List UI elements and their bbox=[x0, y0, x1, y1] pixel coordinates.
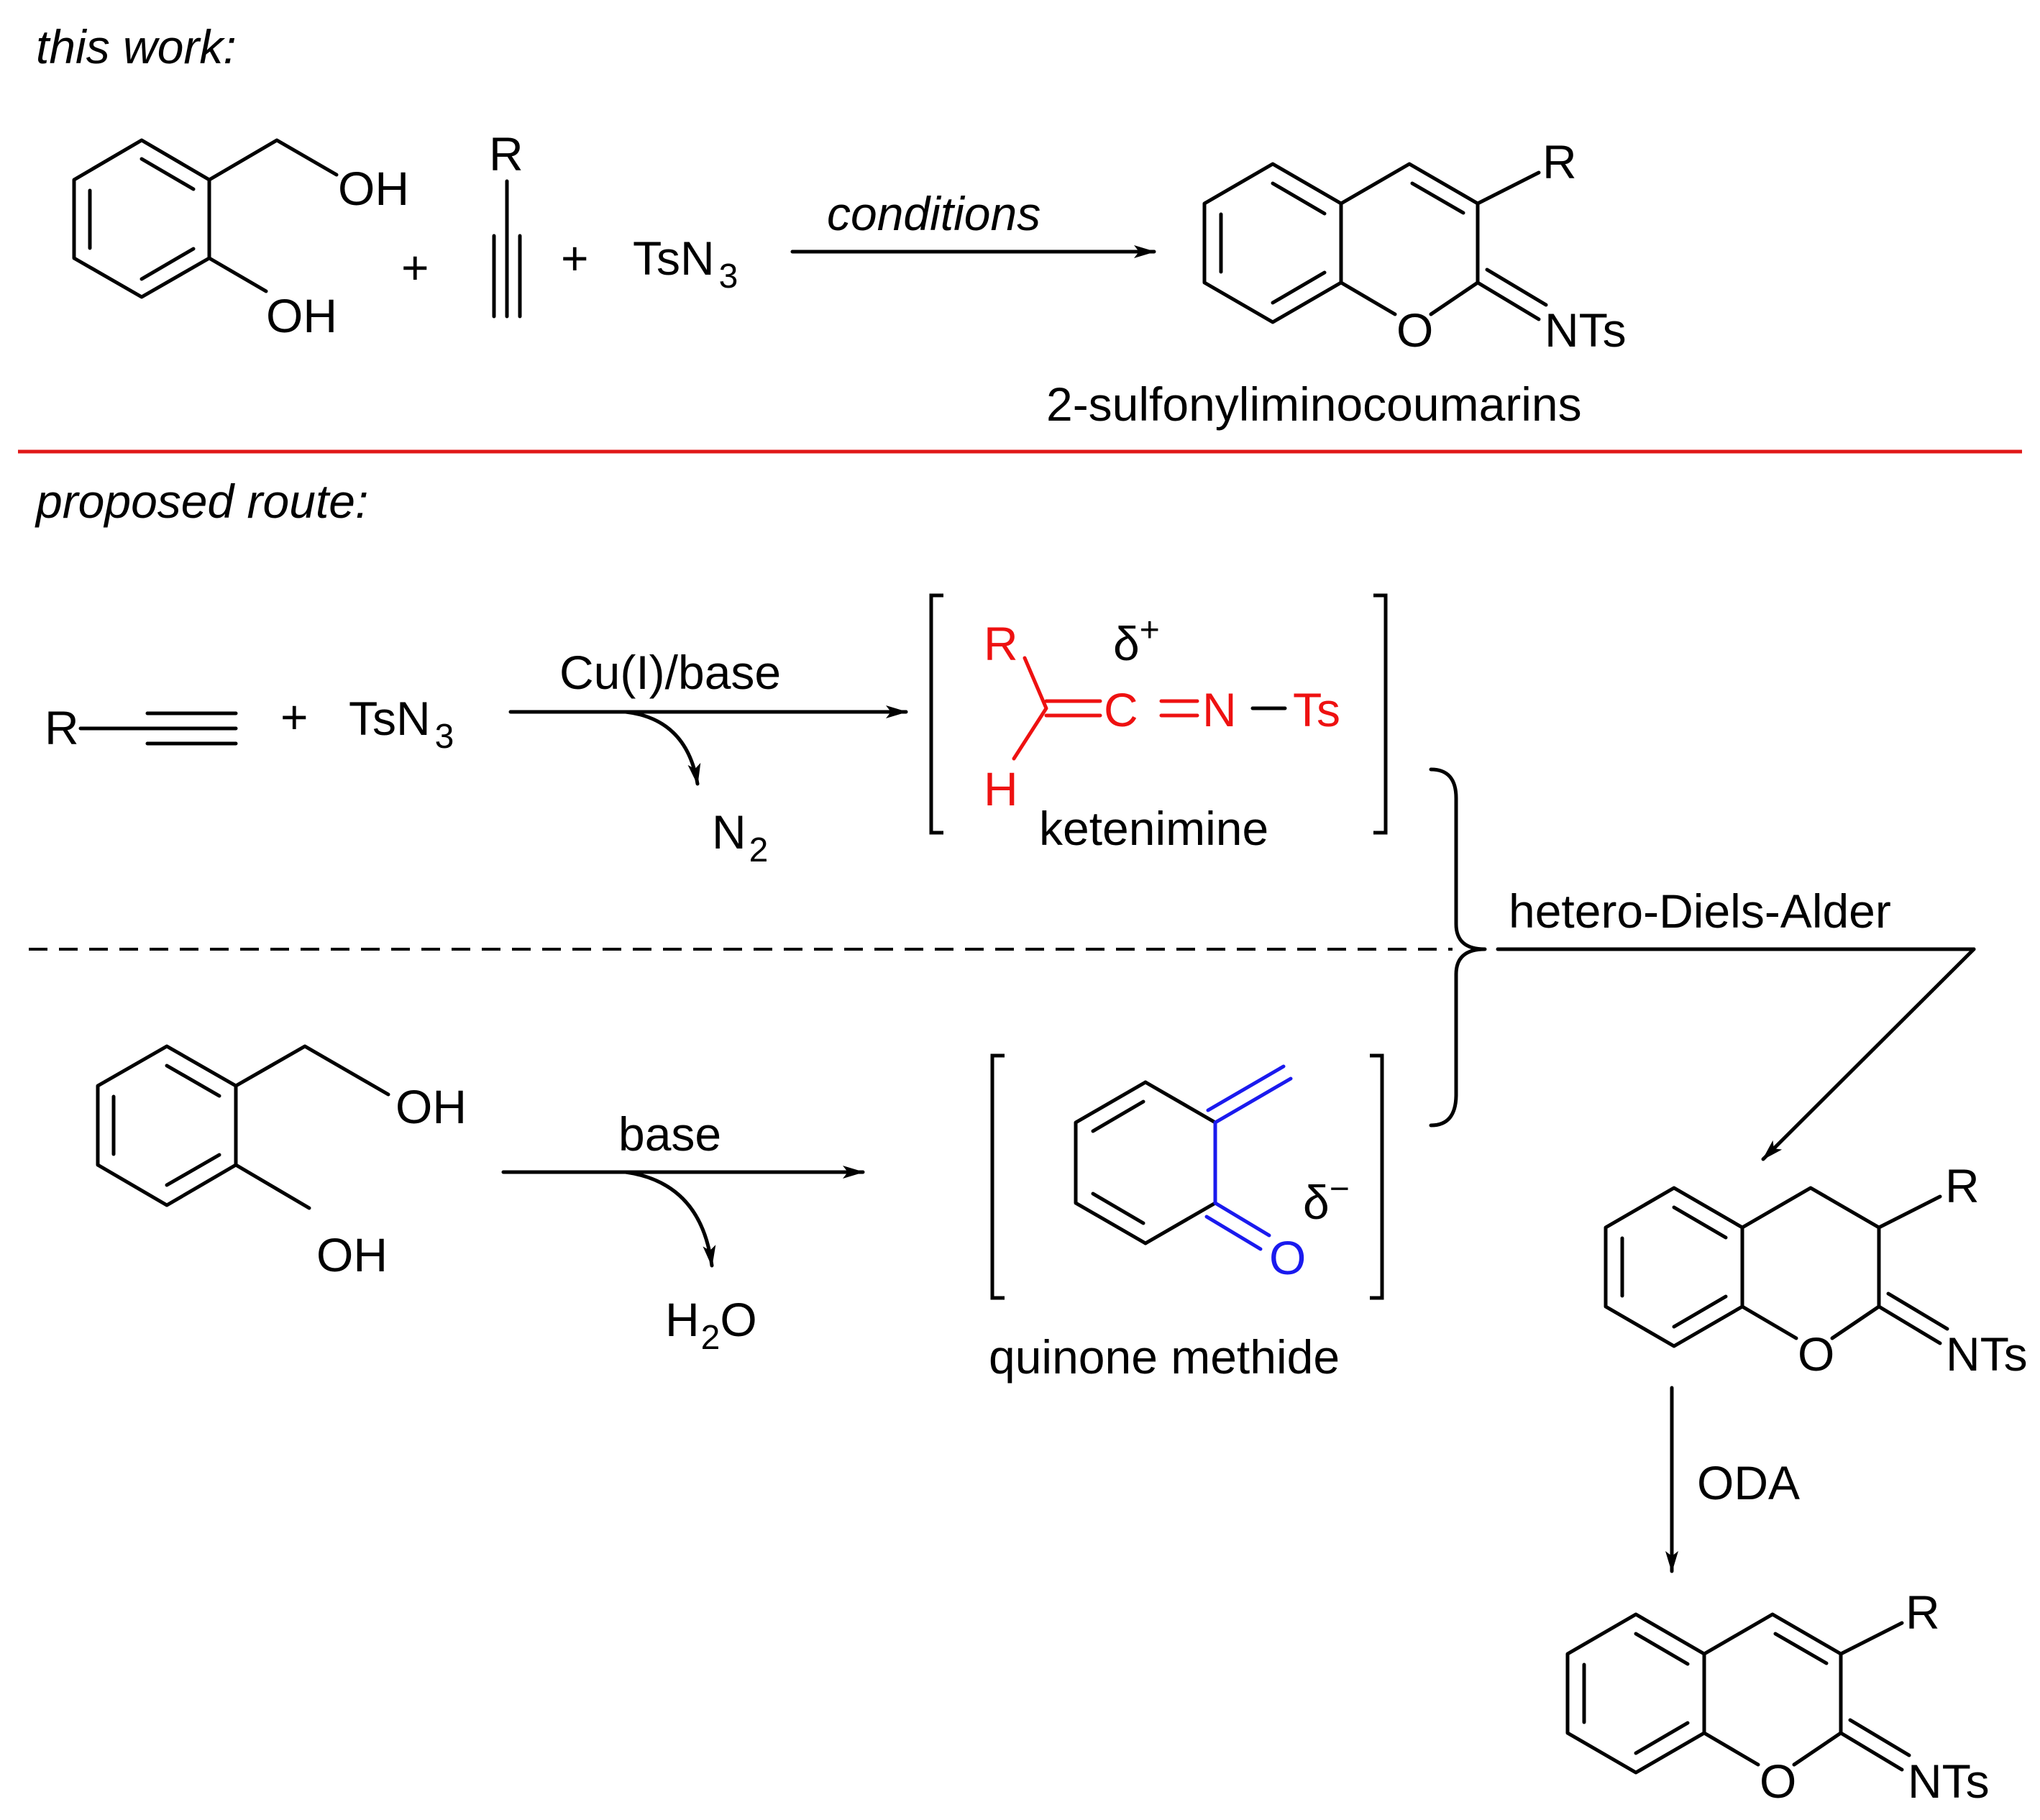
ring-oxygen: O bbox=[1760, 1755, 1796, 1808]
nts-label: NTs bbox=[1946, 1327, 2028, 1381]
left-bracket bbox=[990, 1053, 1005, 1300]
plus-sign: + bbox=[561, 232, 589, 285]
oh-phenol-label: OH bbox=[316, 1228, 388, 1281]
nts-label: NTs bbox=[1908, 1755, 1990, 1808]
hda-arrow bbox=[1761, 947, 1976, 1161]
salicyl-alcohol-step2: OH OH bbox=[96, 1044, 467, 1281]
water-release-arrow bbox=[623, 1170, 716, 1268]
ketenimine-r-label: R bbox=[984, 617, 1018, 670]
alkyne-r-label: R bbox=[45, 701, 79, 754]
this-work-heading: this work: bbox=[36, 20, 237, 73]
ketenimine-carbon: C bbox=[1104, 683, 1138, 736]
curly-brace bbox=[1429, 767, 1487, 1128]
plus-sign: + bbox=[280, 690, 308, 744]
ketenimine-tosyl: Ts bbox=[1293, 683, 1340, 736]
dihydro-iminocoumarin-product: R O NTs bbox=[1604, 1159, 2028, 1381]
right-bracket bbox=[1373, 593, 1388, 835]
left-bracket bbox=[929, 593, 943, 835]
oh-phenol-label: OH bbox=[266, 289, 337, 342]
oh-benzylic-label: OH bbox=[338, 162, 409, 215]
water-byproduct: H2O bbox=[665, 1293, 757, 1357]
ring-oxygen: O bbox=[1798, 1327, 1834, 1381]
cu-base-label: Cu(I)/base bbox=[559, 646, 781, 699]
base-label: base bbox=[618, 1107, 721, 1161]
qm-oxygen: O bbox=[1269, 1231, 1306, 1284]
plus-sign: + bbox=[401, 241, 429, 294]
iminocoumarin-product-top: R O NTs bbox=[1202, 135, 1627, 357]
r-label: R bbox=[1906, 1586, 1940, 1639]
ketenimine-intermediate: R H δ+ C N Ts ketenimine bbox=[929, 593, 1388, 855]
terminal-alkyne-step1: R bbox=[45, 701, 238, 754]
r-label: R bbox=[1945, 1159, 1980, 1212]
alkyne-r-label: R bbox=[489, 127, 523, 180]
terminal-alkyne-top: R bbox=[489, 127, 523, 319]
coumarin-nts-label: NTs bbox=[1545, 303, 1627, 357]
coumarin-ring-oxygen: O bbox=[1396, 303, 1433, 357]
proposed-route-heading: proposed route: bbox=[35, 475, 368, 528]
n2-release-arrow bbox=[623, 710, 701, 786]
right-bracket bbox=[1370, 1053, 1384, 1300]
oh-benzylic-label: OH bbox=[395, 1080, 467, 1133]
ketenimine-name: ketenimine bbox=[1039, 802, 1268, 855]
n2-byproduct: N2 bbox=[712, 805, 768, 869]
qm-name: quinone methide bbox=[989, 1330, 1340, 1384]
product-class-name: 2-sulfonyliminocoumarins bbox=[1046, 378, 1582, 431]
quinone-methide-intermediate: O δ− quinone methide bbox=[989, 1053, 1384, 1384]
hda-label: hetero-Diels-Alder bbox=[1509, 884, 1891, 938]
delta-minus-label: δ− bbox=[1303, 1170, 1350, 1229]
conditions-label: conditions bbox=[827, 187, 1040, 240]
ketenimine-h-label: H bbox=[984, 762, 1018, 815]
salicyl-alcohol-top: OH OH bbox=[72, 138, 409, 342]
coumarin-r-label: R bbox=[1542, 135, 1577, 188]
ketenimine-nitrogen: N bbox=[1202, 683, 1237, 736]
delta-plus-label: δ+ bbox=[1113, 611, 1160, 670]
oda-label: ODA bbox=[1697, 1456, 1800, 1509]
iminocoumarin-final-product: R O NTs bbox=[1565, 1586, 1990, 1808]
